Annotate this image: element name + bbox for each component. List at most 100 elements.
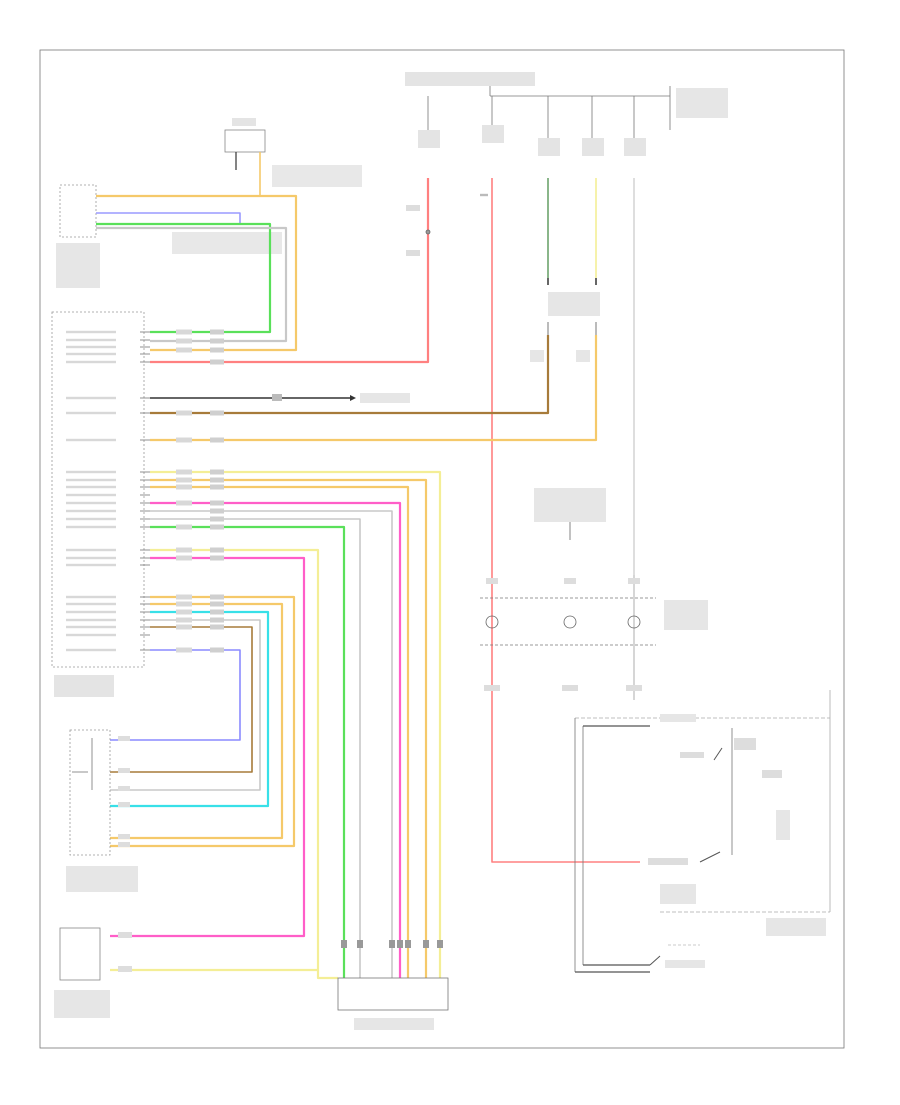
ecm-pin-label-4 bbox=[66, 360, 116, 364]
wire-tag-5 bbox=[210, 437, 224, 443]
wire-yellow-vss bbox=[150, 548, 338, 980]
ecm-pin-label-22 bbox=[66, 618, 116, 622]
tb-tag-0 bbox=[341, 940, 347, 948]
stop-lamp-label bbox=[534, 488, 606, 522]
wire-tan-app bbox=[110, 595, 296, 848]
ecm-pin-label-8 bbox=[66, 470, 116, 474]
fuse-4-label bbox=[624, 138, 646, 156]
ecm-pin-label-14 bbox=[66, 517, 116, 521]
cruise-title-label bbox=[660, 714, 696, 722]
ecm-pin-label-2 bbox=[66, 345, 116, 349]
ecm-pin-label-9 bbox=[66, 478, 116, 482]
wire-tag-20 bbox=[210, 647, 224, 653]
wire-tag-10 bbox=[210, 508, 224, 514]
ground-connector bbox=[272, 394, 282, 401]
accel-pin-tag-1 bbox=[118, 768, 130, 773]
wire-tag-2 bbox=[210, 347, 224, 353]
throttle-body-label bbox=[354, 1018, 434, 1030]
cruise-item-3 bbox=[762, 770, 782, 778]
clutch-tag-r bbox=[576, 350, 590, 362]
wire-tag-17 bbox=[210, 609, 224, 615]
ecm-pin-label-20 bbox=[66, 602, 116, 606]
brake-wire-label bbox=[648, 858, 688, 865]
wire-color-tag-4 bbox=[176, 437, 192, 443]
wire-color-tag-3 bbox=[176, 410, 192, 416]
ecm-pin-label-23 bbox=[66, 625, 116, 629]
wire-color-tag-10 bbox=[176, 547, 192, 553]
ecm-pin-label-11 bbox=[66, 493, 116, 497]
cruise-side-label bbox=[776, 810, 790, 840]
wire-tag-16 bbox=[210, 601, 224, 607]
ecm-pin-label-16 bbox=[66, 548, 116, 552]
wire-color-tag-7 bbox=[176, 484, 192, 490]
left-sensor-label bbox=[56, 243, 100, 288]
accel-connector bbox=[69, 729, 111, 856]
vss-connector bbox=[59, 927, 101, 981]
top-sensor-connector bbox=[224, 129, 266, 153]
wire-pink-tps bbox=[150, 501, 402, 978]
brake-pin-tag-0 bbox=[486, 578, 498, 584]
ecm-pin-label-5 bbox=[66, 396, 116, 400]
wire-gray-app bbox=[110, 619, 261, 791]
brake-out-tag-2 bbox=[626, 685, 642, 691]
fuse-1-label bbox=[482, 125, 504, 143]
ecm-pin-label-24 bbox=[66, 633, 116, 637]
ecm-pin-label-17 bbox=[66, 556, 116, 560]
accel-pin-tag-2 bbox=[118, 786, 130, 791]
wire-tag-8 bbox=[210, 484, 224, 490]
clutch-switch-label bbox=[548, 292, 600, 316]
cruise-switch-label bbox=[766, 918, 826, 936]
ecm-pin-label-6 bbox=[66, 411, 116, 415]
ecm-pin-label-25 bbox=[66, 648, 116, 652]
wire-pink-vss bbox=[110, 556, 306, 938]
fuse-0-label bbox=[418, 130, 440, 148]
wire-red-ecm bbox=[150, 178, 430, 364]
wire-color-tag-13 bbox=[176, 601, 192, 607]
ecm-pin-label-7 bbox=[66, 438, 116, 442]
wire-tag-15 bbox=[210, 594, 224, 600]
wire-gray-tps bbox=[150, 510, 393, 978]
wire-yellow-tps bbox=[150, 470, 442, 978]
wire-tag-0 bbox=[210, 329, 224, 335]
ground-switch bbox=[649, 955, 661, 966]
accel-pin-tag-5 bbox=[118, 842, 130, 847]
ecm-pin-label-0 bbox=[66, 330, 116, 334]
ecm-pin-label-12 bbox=[66, 501, 116, 505]
splice-note-1 bbox=[272, 165, 362, 187]
fuse-2-label bbox=[538, 138, 560, 156]
tb-tag-2 bbox=[389, 940, 395, 948]
wire-red-brake bbox=[491, 178, 640, 863]
wire-color-tag-0 bbox=[176, 329, 192, 335]
vss-tag-2 bbox=[118, 966, 132, 972]
cruise-item-2 bbox=[734, 738, 756, 750]
ground-switch-label bbox=[665, 960, 705, 968]
wire-brown-ecm bbox=[150, 335, 550, 415]
tb-tag-5 bbox=[423, 940, 429, 948]
wire-color-tag-15 bbox=[176, 617, 192, 623]
red-wire-tag-2 bbox=[406, 250, 420, 256]
splice-note-2 bbox=[172, 232, 282, 254]
tb-tag-1 bbox=[357, 940, 363, 948]
red-brake-tag bbox=[480, 193, 488, 197]
wire-gray-tps-2 bbox=[150, 518, 361, 978]
accel-label bbox=[66, 866, 138, 892]
brake-pin-tag-2 bbox=[628, 578, 640, 584]
brake-switch-contact bbox=[699, 851, 721, 863]
wire-color-tag-17 bbox=[176, 647, 192, 653]
wire-tag-3 bbox=[210, 359, 224, 365]
wire-brown-app bbox=[110, 626, 253, 773]
accel-pin-tag-3 bbox=[118, 802, 130, 807]
wire-color-tag-11 bbox=[176, 555, 192, 561]
wire-tag-6 bbox=[210, 469, 224, 475]
wire-color-tag-9 bbox=[176, 524, 192, 530]
red-wire-tag-1 bbox=[406, 205, 420, 211]
ecm-pin-label-18 bbox=[66, 563, 116, 567]
wire-tag-9 bbox=[210, 500, 224, 506]
ecm-pin-label-19 bbox=[66, 595, 116, 599]
wire-tan-tps bbox=[150, 478, 428, 978]
ground-arrow bbox=[350, 395, 356, 401]
wire-color-tag-8 bbox=[176, 500, 192, 506]
brake-out-tag-1 bbox=[562, 685, 578, 691]
wire-color-tag-12 bbox=[176, 594, 192, 600]
